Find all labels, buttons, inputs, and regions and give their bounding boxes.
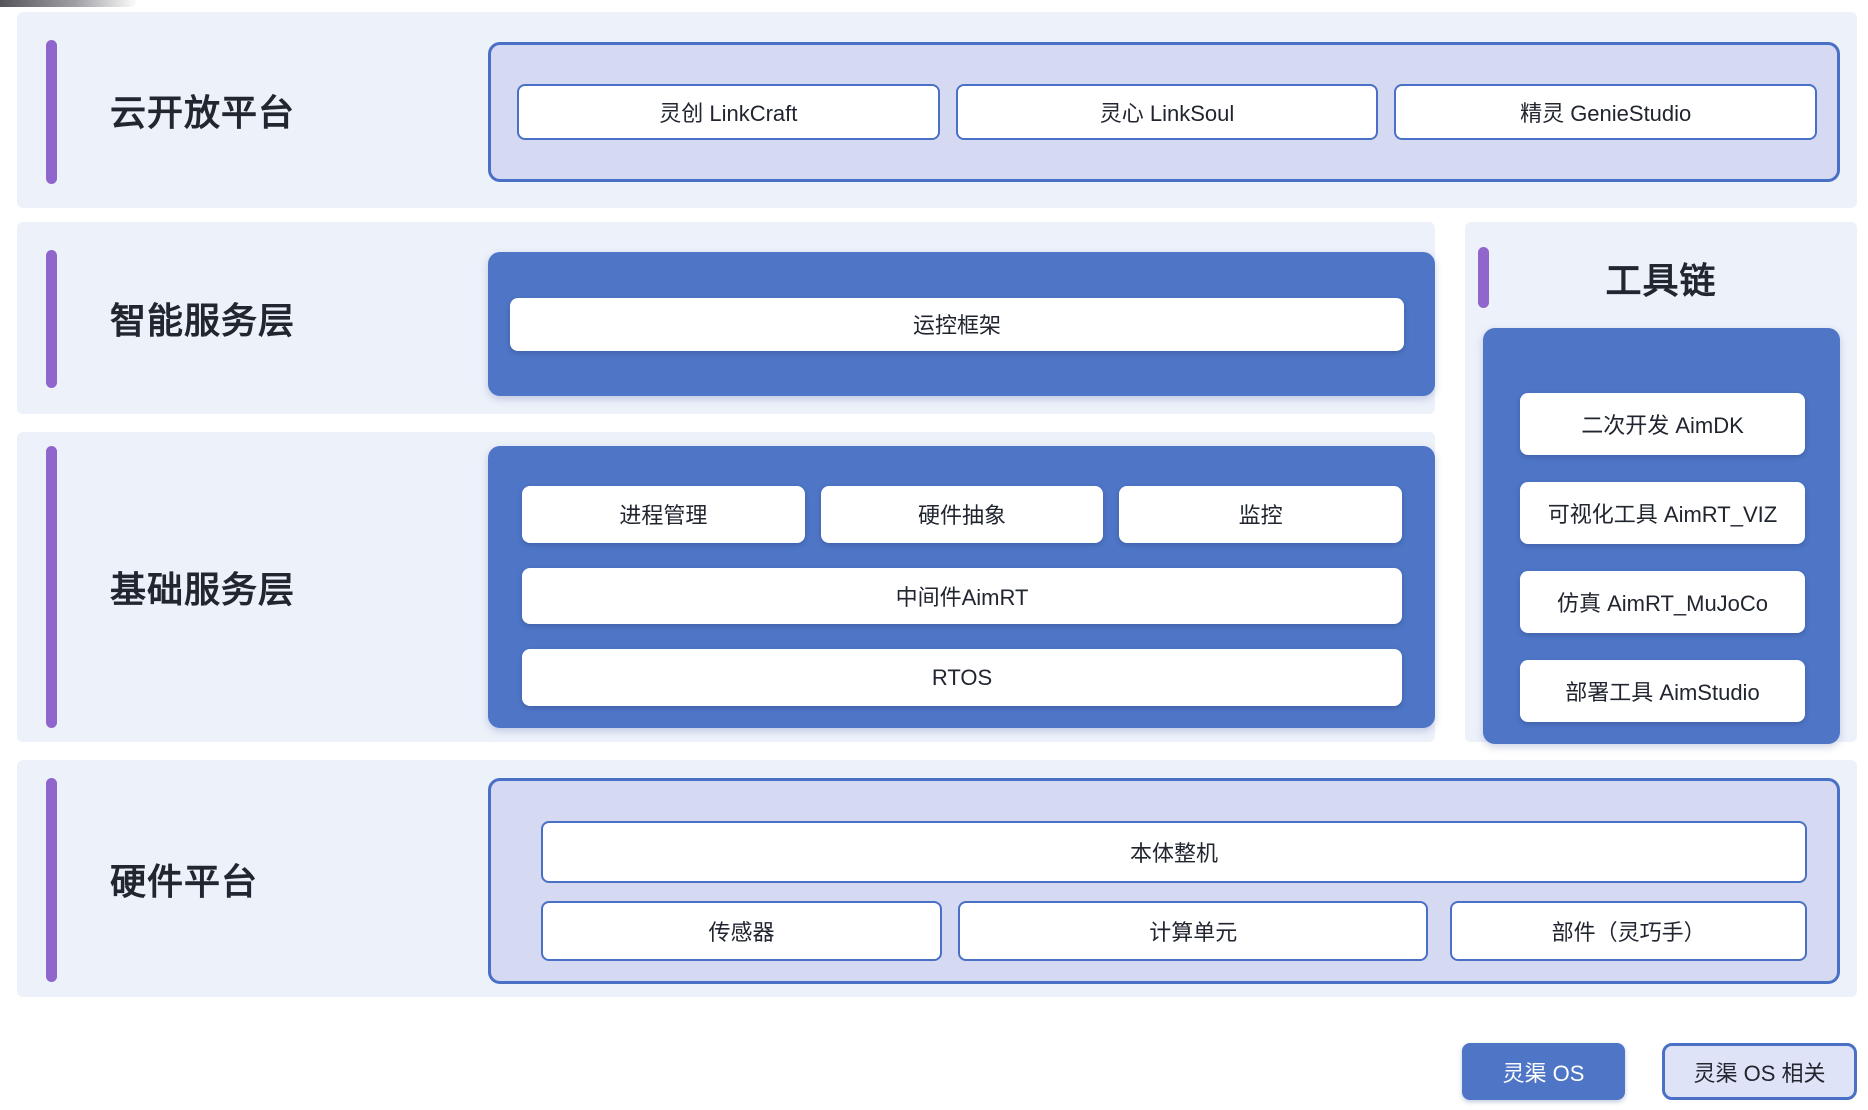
section-label-intelligent: 智能服务层 (110, 300, 296, 341)
hardware-row: 传感器 计算单元 部件（灵巧手） (541, 901, 1807, 961)
node-monitoring: 监控 (1119, 486, 1403, 543)
node-aimrt-viz: 可视化工具 AimRT_VIZ (1520, 482, 1805, 544)
toolchain-container: 二次开发 AimDK 可视化工具 AimRT_VIZ 仿真 AimRT_MuJo… (1483, 328, 1840, 744)
node-aimstudio: 部署工具 AimStudio (1520, 660, 1805, 722)
accent-bar (46, 446, 57, 728)
section-toolchain: 工具链 二次开发 AimDK 可视化工具 AimRT_VIZ 仿真 AimRT_… (1465, 222, 1857, 744)
legend-lingqu-os: 灵渠 OS (1462, 1043, 1625, 1100)
hardware-container: 本体整机 传感器 计算单元 部件（灵巧手） (488, 778, 1840, 984)
node-parts-dexterous-hand: 部件（灵巧手） (1450, 901, 1807, 961)
section-base-service: 基础服务层 进程管理 硬件抽象 监控 中间件AimRT RTOS (17, 432, 1435, 742)
node-aimrt-mujoco: 仿真 AimRT_MuJoCo (1520, 571, 1805, 633)
node-rtos: RTOS (522, 649, 1402, 707)
node-hardware-abstraction: 硬件抽象 (820, 486, 1104, 543)
section-hardware-platform: 硬件平台 本体整机 传感器 计算单元 部件（灵巧手） (17, 760, 1857, 997)
section-label-toolchain: 工具链 (1605, 259, 1717, 301)
cloud-container: 灵创 LinkCraft 灵心 LinkSoul 精灵 GenieStudio (488, 42, 1840, 182)
section-label-base: 基础服务层 (110, 569, 296, 610)
node-geniestudio: 精灵 GenieStudio (1394, 84, 1818, 140)
node-linksoul: 灵心 LinkSoul (955, 84, 1379, 140)
node-motion-control-framework: 运控框架 (510, 297, 1404, 351)
node-robot-body: 本体整机 (541, 821, 1807, 883)
section-label-hardware: 硬件平台 (110, 860, 259, 902)
accent-bar (46, 250, 57, 388)
base-row-1: 进程管理 硬件抽象 监控 (522, 486, 1403, 543)
section-label-cloud: 云开放平台 (110, 92, 296, 133)
section-cloud-platform: 云开放平台 灵创 LinkCraft 灵心 LinkSoul 精灵 GenieS… (17, 12, 1857, 208)
node-process-management: 进程管理 (522, 486, 805, 543)
accent-bar (1478, 247, 1489, 308)
node-middleware-aimrt: 中间件AimRT (522, 567, 1402, 625)
node-linkcraft: 灵创 LinkCraft (517, 84, 940, 140)
accent-bar (46, 40, 57, 184)
section-intelligent-service: 智能服务层 运控框架 (17, 222, 1435, 414)
accent-bar (46, 778, 57, 982)
node-sensors: 传感器 (541, 901, 943, 961)
screenshot-corner-artifact (0, 0, 138, 7)
legend-lingqu-os-related: 灵渠 OS 相关 (1662, 1043, 1857, 1100)
node-compute-unit: 计算单元 (958, 901, 1429, 961)
intelligent-container: 运控框架 (488, 252, 1435, 396)
base-container: 进程管理 硬件抽象 监控 中间件AimRT RTOS (488, 446, 1435, 728)
node-aimdk: 二次开发 AimDK (1520, 393, 1805, 455)
